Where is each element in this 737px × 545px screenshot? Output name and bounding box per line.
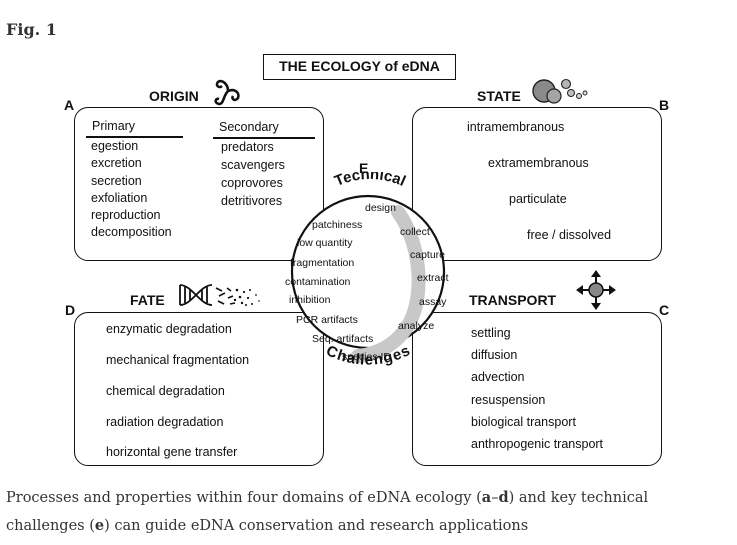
fate-heading: FATE [130, 292, 165, 308]
origin-primary-item: egestion [91, 139, 139, 153]
state-item: particulate [509, 192, 567, 206]
origin-primary-item: decomposition [91, 225, 172, 239]
figure-caption: Processes and properties within four dom… [6, 484, 731, 540]
triskelion-icon [214, 79, 240, 106]
technical-left-item: contamination [285, 276, 351, 288]
technical-challenges-circle: Technical Challenges [290, 172, 446, 369]
origin-primary-item: excretion [91, 156, 142, 170]
fate-item: enzymatic degradation [106, 322, 232, 336]
origin-heading: ORIGIN [149, 88, 199, 104]
four-arrows-icon [576, 270, 616, 310]
technical-right-item: design [365, 202, 396, 214]
transport-panel [412, 312, 662, 466]
transport-heading: TRANSPORT [469, 292, 557, 308]
caption-bold-d: d [498, 489, 509, 506]
caption-bold-e: e [94, 517, 105, 534]
technical-left-item: patchiness [312, 219, 363, 231]
fate-item: radiation degradation [106, 415, 224, 429]
origin-primary-header: Primary [92, 119, 136, 133]
origin-primary-item: exfoliation [91, 191, 148, 205]
figure-label: Fig. 1 [6, 20, 57, 39]
state-item: extramembranous [488, 156, 589, 170]
technical-left-item: fragmentation [290, 257, 355, 269]
origin-primary-underline [86, 136, 183, 138]
technical-left-item: low quantity [297, 237, 353, 249]
panel-letter-e: E [359, 160, 369, 176]
technical-left-item: PCR artifacts [296, 314, 358, 326]
transport-item: biological transport [471, 415, 576, 429]
origin-secondary-item: predators [221, 140, 274, 154]
particles-icon [532, 78, 588, 104]
origin-secondary-item: coprovores [221, 176, 283, 190]
technical-left-item: Seq. artifacts [312, 333, 374, 345]
state-item: free / dissolved [527, 228, 612, 242]
panel-letter-a: A [64, 97, 75, 113]
caption-text: ) can guide eDNA conservation and resear… [104, 518, 529, 534]
origin-secondary-item: detritivores [221, 194, 283, 208]
technical-arc-label: Technical [332, 172, 408, 190]
origin-secondary-header: Secondary [219, 120, 279, 134]
origin-secondary-item: scavengers [221, 158, 285, 172]
panel-letter-c: C [659, 302, 670, 318]
caption-text: Processes and properties within four dom… [6, 490, 482, 506]
transport-item: diffusion [471, 348, 518, 362]
technical-right-item: capture [410, 249, 446, 261]
diagram-title: THE ECOLOGY of eDNA [263, 54, 456, 80]
panel-letter-b: B [659, 97, 670, 113]
caption-dash: – [491, 490, 499, 506]
state-heading: STATE [477, 88, 521, 104]
technical-left-item: inhibition [289, 294, 331, 306]
technical-bottom-item: species ID [342, 351, 392, 363]
origin-primary-item: secretion [91, 174, 142, 188]
technical-right-item: analyze [398, 320, 435, 332]
technical-right-item: collect [400, 226, 430, 238]
figure-panel: THE ECOLOGY of eDNA A B C D E ORIGIN STA… [62, 50, 674, 468]
origin-secondary-underline [213, 137, 315, 139]
origin-panel [74, 107, 324, 261]
fate-item: horizontal gene transfer [106, 445, 238, 459]
transport-item: advection [471, 370, 525, 384]
transport-item: anthropogenic transport [471, 437, 604, 451]
caption-bold-a: a [481, 489, 492, 506]
state-panel [412, 107, 662, 261]
state-item: intramembranous [467, 120, 565, 134]
fate-panel [74, 312, 324, 466]
fate-item: chemical degradation [106, 384, 225, 398]
origin-primary-item: reproduction [91, 208, 161, 222]
transport-item: resuspension [471, 393, 546, 407]
dna-degradation-icon [179, 284, 260, 306]
panel-letter-d: D [65, 302, 76, 318]
technical-right-item: assay [419, 296, 447, 308]
transport-item: settling [471, 326, 511, 340]
caption-text: ) and key technical challenges ( [6, 490, 649, 534]
technical-right-item: extract [417, 272, 449, 284]
fate-item: mechanical fragmentation [106, 353, 250, 367]
